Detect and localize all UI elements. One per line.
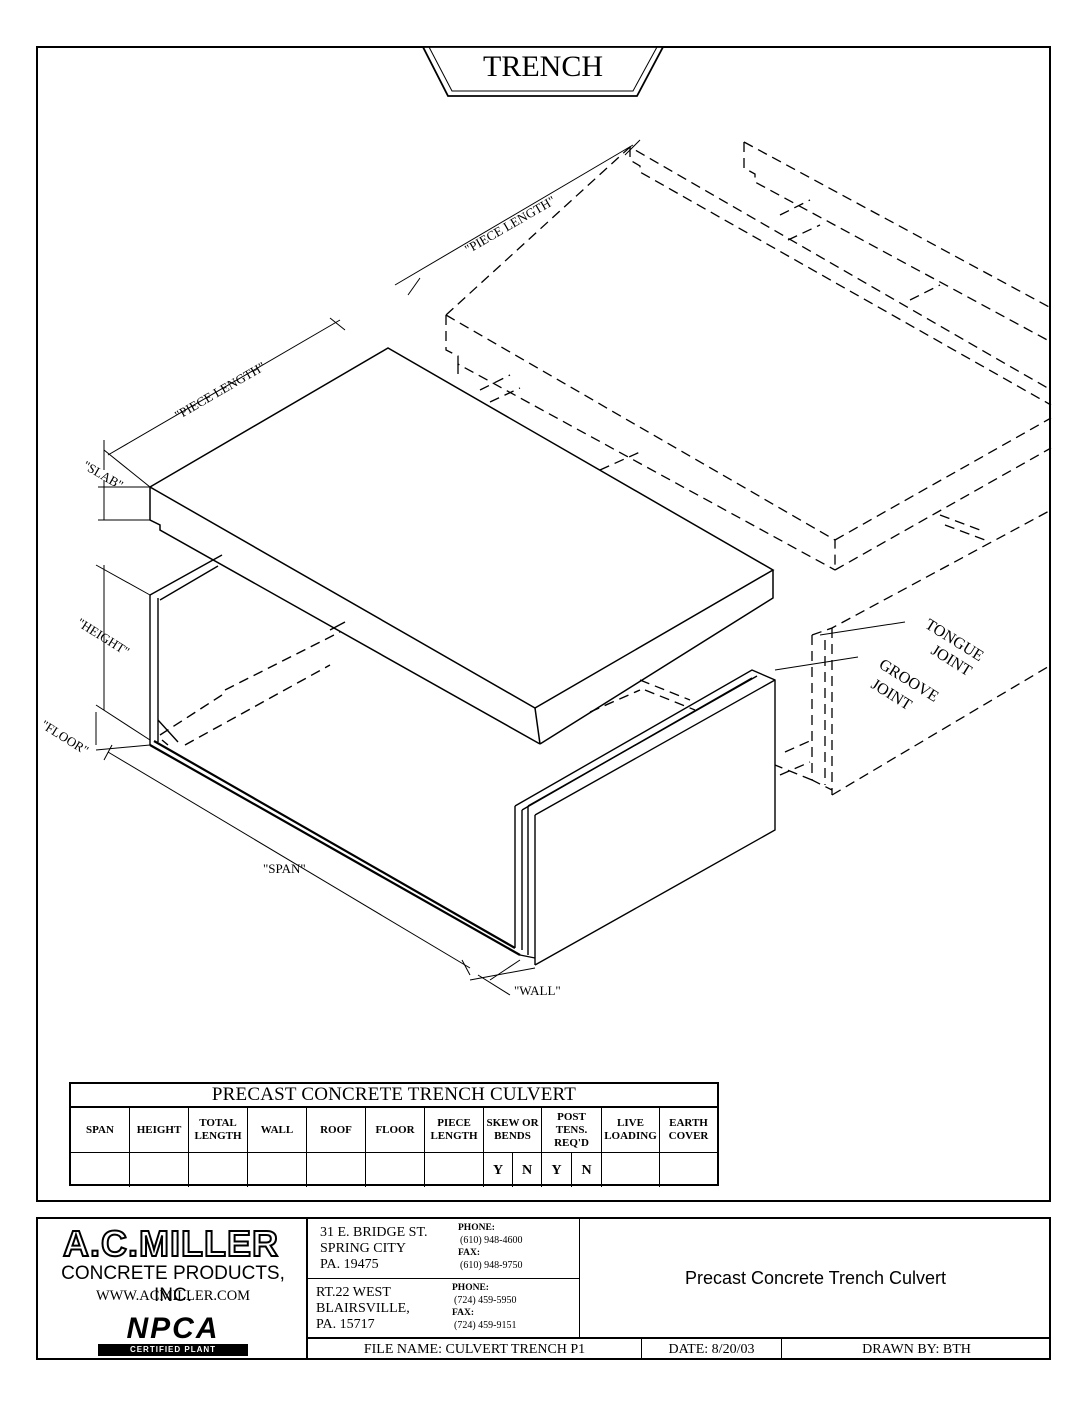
header-total-length: TOTAL LENGTH <box>189 1108 248 1152</box>
header-piece-length: PIECE LENGTH <box>425 1108 484 1152</box>
page-title: TRENCH <box>483 50 603 83</box>
blairsville-office: RT.22 WEST BLAIRSVILLE, PA. 15717 PHONE:… <box>308 1279 580 1337</box>
addr2-line3: PA. 15717 <box>316 1317 375 1332</box>
cell-earth-cover[interactable] <box>660 1153 717 1187</box>
header-live-loading: LIVE LOADING <box>602 1108 660 1152</box>
company-website[interactable]: WWW.ACMILLER.COM <box>95 1288 251 1304</box>
header-height: HEIGHT <box>130 1108 189 1152</box>
fax1-label: FAX: <box>458 1248 480 1258</box>
label-piece-length: "PIECE LENGTH" <box>172 359 268 423</box>
fax2-label: FAX: <box>452 1308 474 1318</box>
company-name: CONCRETE PRODUCTS, INC. <box>61 1263 285 1306</box>
table-title: PRECAST CONCRETE TRENCH CULVERT <box>71 1084 717 1108</box>
company-logo: A.C.MILLER <box>62 1223 279 1264</box>
phone1-label: PHONE: <box>458 1223 495 1233</box>
roof-slab <box>148 347 775 745</box>
header-post-tens: POST TENS. REQ'D <box>542 1108 602 1152</box>
header-floor: FLOOR <box>366 1108 425 1152</box>
fax1-number: (610) 948-9750 <box>460 1260 523 1271</box>
header-earth-cover: EARTH COVER <box>668 1117 709 1142</box>
label-piece-length-top: "PIECE LENGTH" <box>462 193 558 257</box>
drawn-by: DRAWN BY: BTH <box>862 1342 971 1357</box>
addr1-line2: SPRING CITY <box>320 1241 406 1256</box>
title-block: A.C.MILLER CONCRETE PRODUCTS, INC. WWW.A… <box>36 1217 1051 1360</box>
cell-skew-yes[interactable]: Y <box>484 1153 513 1187</box>
cell-post-tens-no[interactable]: N <box>572 1153 602 1187</box>
npca-logo: NPCA <box>126 1312 220 1345</box>
cell-skew-no[interactable]: N <box>513 1153 542 1187</box>
label-floor: "FLOOR" <box>38 717 91 758</box>
label-height: "HEIGHT" <box>74 615 132 659</box>
cell-span[interactable] <box>71 1153 130 1187</box>
header-roof: ROOF <box>307 1108 366 1152</box>
isometric-drawing: TRENCH <box>38 46 1052 998</box>
addr1-line1: 31 E. BRIDGE ST. <box>320 1225 428 1240</box>
cell-roof[interactable] <box>307 1153 366 1187</box>
header-wall: WALL <box>248 1108 307 1152</box>
spring-city-office: 31 E. BRIDGE ST. SPRING CITY PA. 19475 P… <box>308 1219 580 1279</box>
culvert-spec-table: PRECAST CONCRETE TRENCH CULVERT SPAN HEI… <box>69 1082 719 1187</box>
table-entry-row: Y N Y N <box>71 1153 717 1187</box>
box-culvert-body <box>149 554 776 966</box>
fax2-number: (724) 459-9151 <box>454 1320 517 1331</box>
cell-height[interactable] <box>130 1153 189 1187</box>
file-name: FILE NAME: CULVERT TRENCH P1 <box>308 1339 642 1360</box>
logo-cell: A.C.MILLER CONCRETE PRODUCTS, INC. WWW.A… <box>38 1219 308 1360</box>
description-cell: Precast Concrete Trench Culvert <box>580 1219 1051 1337</box>
phone2-number: (724) 459-5950 <box>454 1295 517 1306</box>
header-span: SPAN <box>71 1108 130 1152</box>
addr2-line2: BLAIRSVILLE, <box>316 1301 410 1316</box>
header-skew-or-bends: SKEW OR BENDS <box>484 1108 542 1152</box>
drawing-date: DATE: 8/20/03 <box>642 1339 782 1360</box>
dimension-lines <box>95 139 906 996</box>
cell-post-tens-yes[interactable]: Y <box>542 1153 572 1187</box>
addr1-line3: PA. 19475 <box>320 1257 379 1272</box>
drawing-description: Precast Concrete Trench Culvert <box>684 1267 947 1288</box>
addr2-line1: RT.22 WEST <box>316 1285 391 1300</box>
label-wall: "WALL" <box>514 983 561 998</box>
npca-certified-plant: CERTIFIED PLANT <box>98 1344 248 1356</box>
phone1-number: (610) 948-4600 <box>460 1235 523 1246</box>
cell-piece-length[interactable] <box>425 1153 484 1187</box>
cell-total-length[interactable] <box>189 1153 248 1187</box>
cell-wall[interactable] <box>248 1153 307 1187</box>
label-span: "SPAN" <box>263 861 306 876</box>
phone2-label: PHONE: <box>452 1283 489 1293</box>
table-header-row: SPAN HEIGHT TOTAL LENGTH WALL ROOF FLOOR… <box>71 1108 717 1153</box>
cell-floor[interactable] <box>366 1153 425 1187</box>
cell-live-loading[interactable] <box>602 1153 660 1187</box>
file-info-row: FILE NAME: CULVERT TRENCH P1 DATE: 8/20/… <box>308 1337 1051 1360</box>
